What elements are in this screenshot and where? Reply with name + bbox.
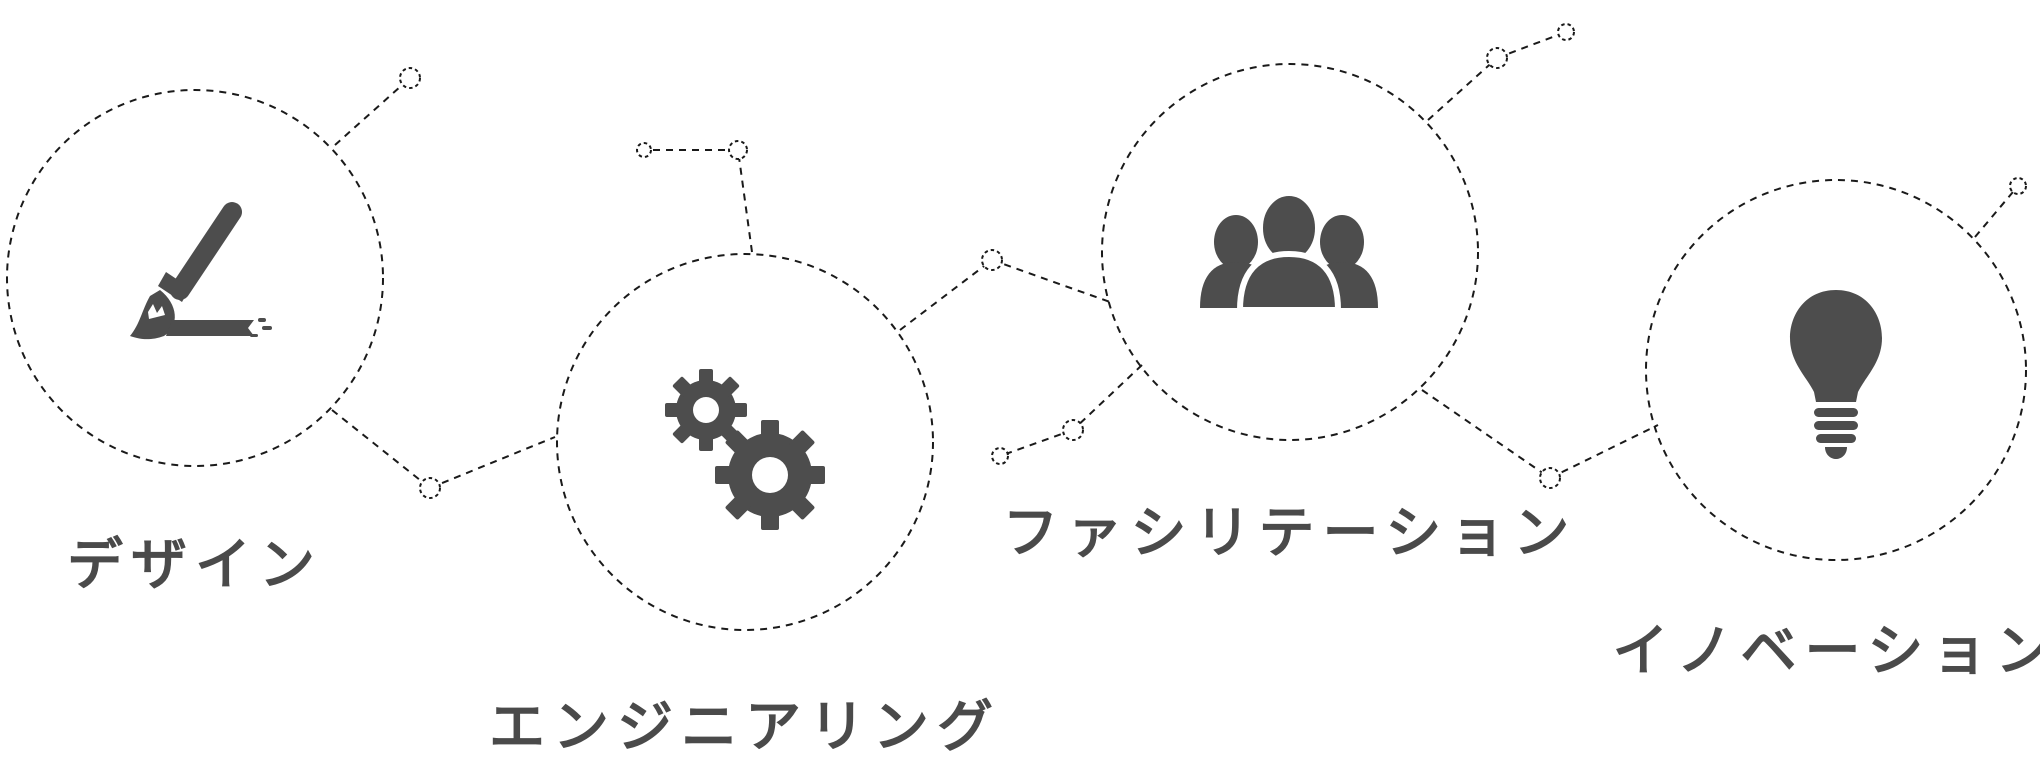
innovation-circle [1645, 179, 2027, 561]
innovation-label: イノベーション [1612, 619, 2040, 684]
node [1557, 23, 1575, 41]
connector-nodes [399, 23, 2027, 499]
facilitation-label: ファシリテーション [1002, 501, 1578, 566]
node [1486, 47, 1508, 69]
engineering-label: エンジニアリング [489, 695, 1001, 760]
paintbrush-icon [130, 202, 272, 340]
node [419, 477, 441, 499]
facilitation-circle [1101, 63, 1479, 441]
node [399, 67, 421, 89]
node [728, 140, 748, 160]
design-label: デザイン [67, 533, 323, 598]
connector-lines [331, 31, 2019, 489]
lightbulb-icon [1790, 290, 1882, 459]
gears-icon [665, 369, 825, 530]
design-circle [6, 89, 384, 467]
node [1062, 419, 1084, 441]
node [991, 447, 1009, 465]
people-group-icon [1200, 190, 1378, 313]
node [981, 249, 1003, 271]
skill-circles [6, 63, 2027, 631]
engineering-circle [556, 253, 934, 631]
node [2009, 177, 2027, 195]
node [1539, 467, 1561, 489]
node [636, 142, 652, 158]
